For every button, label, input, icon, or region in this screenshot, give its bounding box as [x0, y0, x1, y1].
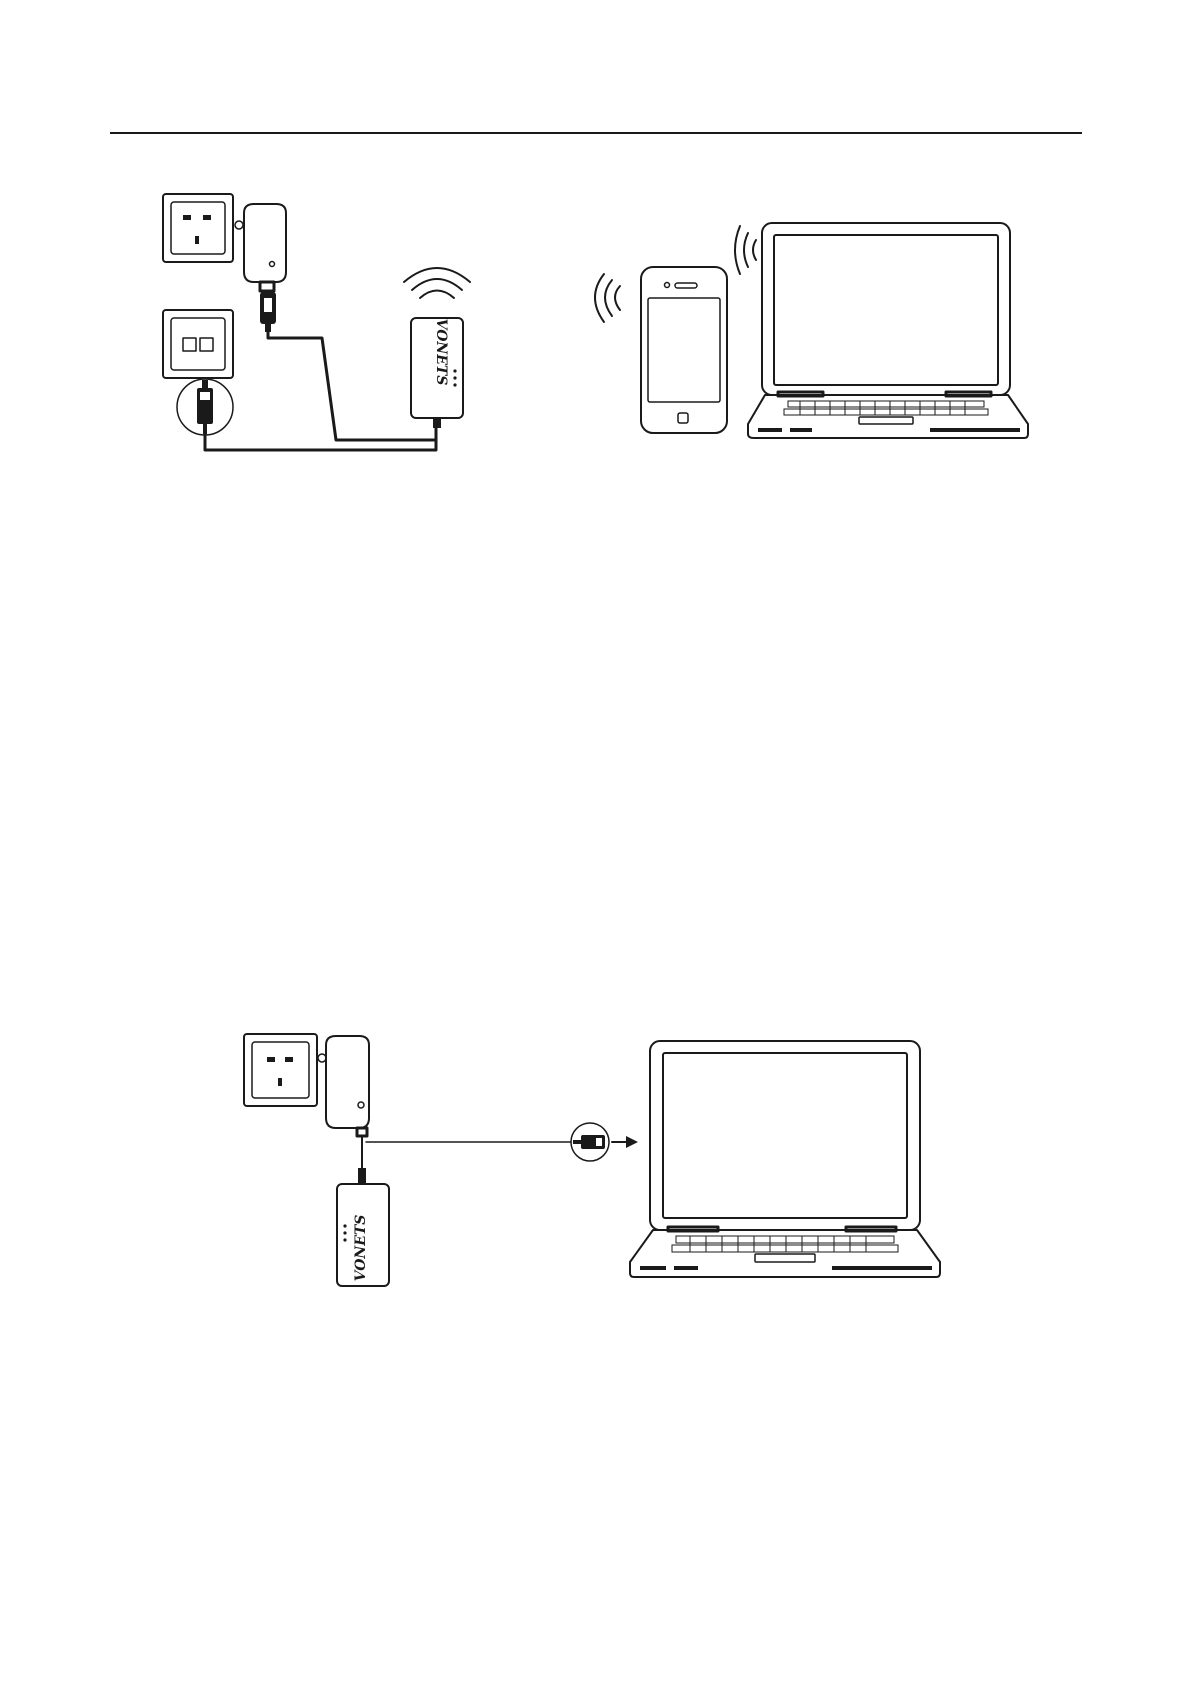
power-adapter-icon — [235, 204, 286, 291]
wall-power-socket-icon — [163, 194, 233, 262]
router-device-icon: VONETS — [411, 318, 463, 428]
wifi-signal-phone-icon — [595, 274, 620, 322]
laptop-icon — [748, 223, 1028, 438]
cable-lines — [362, 1136, 571, 1184]
wifi-signal-icon — [404, 268, 470, 298]
rj45-plug-icon — [571, 1123, 609, 1161]
smartphone-icon — [641, 267, 727, 433]
cable-lines — [205, 332, 436, 450]
wall-power-socket-icon — [244, 1034, 317, 1106]
router-brand-label: VONETS — [433, 319, 449, 386]
router-brand-label: VONETS — [353, 1215, 369, 1282]
power-adapter-icon — [318, 1036, 369, 1136]
figure-bottom: VONETS — [244, 1034, 940, 1286]
rj45-plug-icon — [177, 379, 233, 435]
router-device-icon: VONETS — [337, 1168, 389, 1286]
laptop-icon — [630, 1041, 940, 1277]
wifi-signal-laptop-icon — [735, 226, 756, 274]
usb-plug-icon — [260, 292, 276, 332]
arrow-right-icon — [612, 1136, 638, 1148]
figure-top: VONETS — [163, 194, 1028, 450]
ethernet-wall-port-icon — [163, 310, 233, 378]
